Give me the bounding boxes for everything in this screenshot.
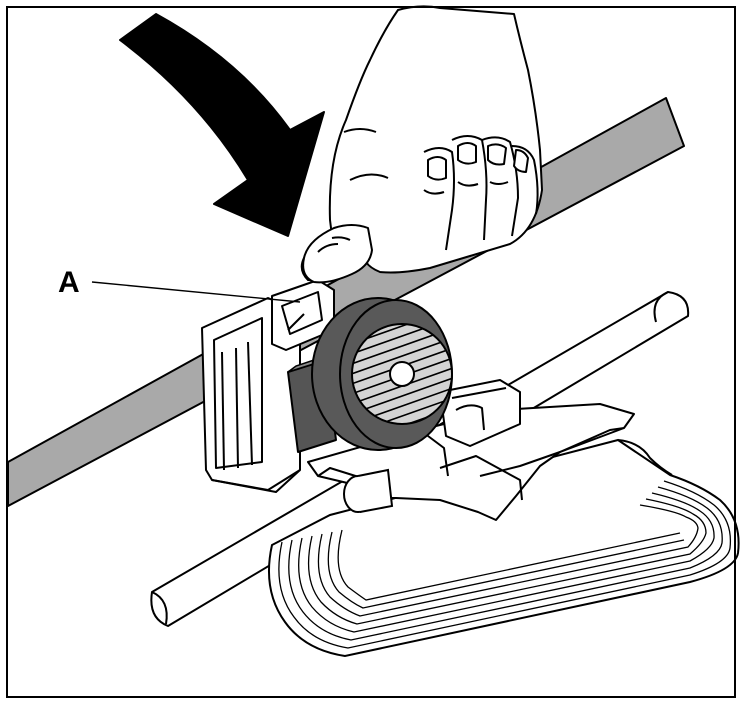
- ribbon-belt-loop: [267, 438, 740, 658]
- rod-end-inside-carriage: [343, 468, 394, 513]
- callout-label-a: A: [58, 266, 80, 299]
- hand: [300, 5, 543, 284]
- callout-leader-line: [91, 281, 301, 303]
- curved-arrow: [119, 13, 325, 237]
- roller-wheel: [311, 297, 453, 451]
- figure-frame: [6, 6, 736, 698]
